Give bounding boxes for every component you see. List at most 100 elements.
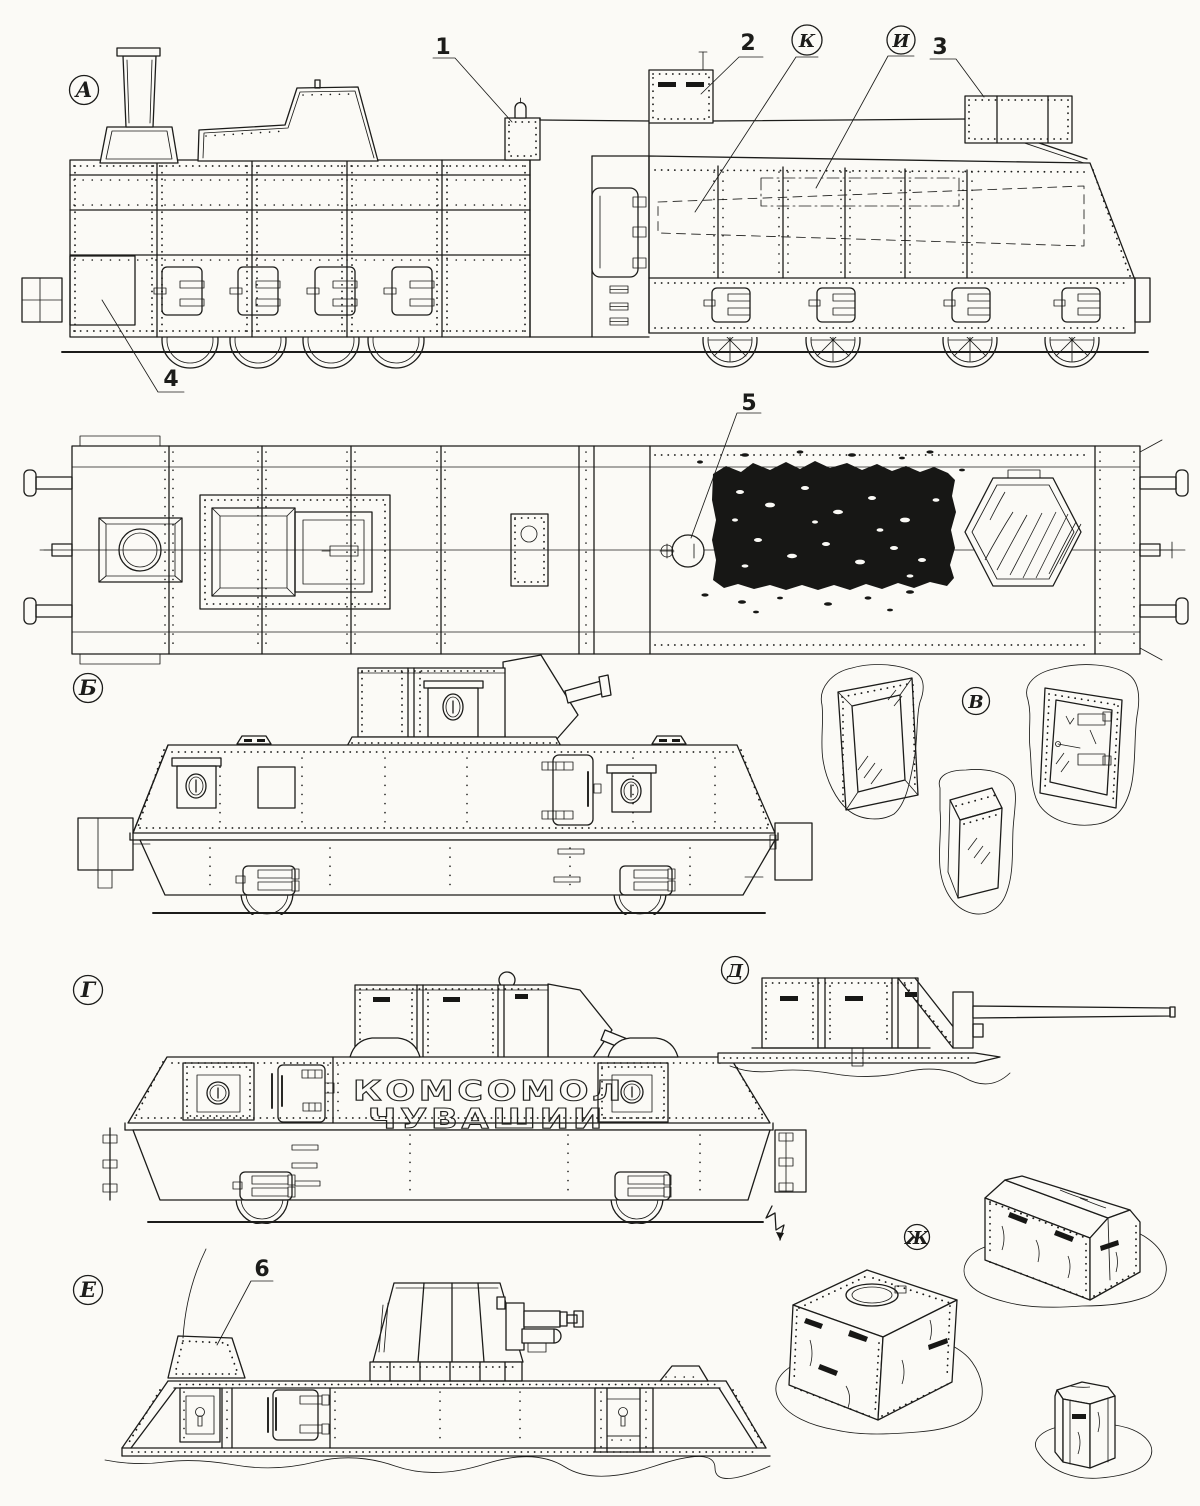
deck-hump xyxy=(659,1365,709,1382)
roof-dome xyxy=(607,1037,679,1058)
plan-steam-dome xyxy=(659,534,705,568)
view-label-b: Б xyxy=(78,675,97,700)
vent-slot xyxy=(291,1162,318,1169)
part-label-i: И xyxy=(891,31,910,52)
front-armor-plate xyxy=(69,255,136,326)
callout-2: 2 xyxy=(740,31,755,56)
hidden-outline-i xyxy=(760,177,960,207)
rear-buffer xyxy=(1134,277,1151,323)
hull-hatches xyxy=(153,266,435,316)
hidden-outline-k xyxy=(657,185,1085,247)
detail-port-box xyxy=(938,769,1016,915)
car-hull xyxy=(121,1248,771,1457)
lower-hatch xyxy=(235,865,300,896)
leader-1 xyxy=(432,57,513,123)
tender-front-box xyxy=(648,51,714,124)
gun-assembly xyxy=(496,1296,584,1353)
side-door xyxy=(267,1389,330,1441)
tender xyxy=(648,51,1151,334)
wood-grain xyxy=(984,491,1082,579)
left-ladder xyxy=(102,1127,118,1201)
turret-b xyxy=(345,654,612,749)
cab xyxy=(197,79,379,162)
callout-1: 1 xyxy=(435,35,450,60)
housing-long xyxy=(963,1175,1167,1308)
rifle-port xyxy=(179,1387,233,1449)
front-buffer xyxy=(21,277,63,323)
slogan-line-1: КОМСОМОЛ xyxy=(353,1074,625,1107)
section-mark-arrow xyxy=(776,1232,784,1240)
detail-zh-housings: Ж xyxy=(775,1175,1167,1479)
tender-wheels xyxy=(702,337,1100,368)
view-label-e: Е xyxy=(79,1277,97,1302)
vent-slot xyxy=(553,876,581,883)
spoked-wheel xyxy=(805,337,861,368)
slogan-line-2: ЧУВАШИИ xyxy=(368,1102,606,1135)
side-door xyxy=(541,754,602,826)
barbette xyxy=(369,1282,584,1382)
callout-6: 6 xyxy=(254,1257,269,1282)
coal-load xyxy=(697,450,965,614)
view-b-wagon: Б xyxy=(72,654,813,915)
wagon-b-body xyxy=(77,735,813,896)
detail-d-turret: Д xyxy=(717,955,1176,1085)
view-label-a: А xyxy=(73,77,92,102)
antenna-wire xyxy=(182,1248,207,1339)
plan-right-buffers xyxy=(1139,469,1189,625)
leader-i xyxy=(815,55,915,189)
right-ladder xyxy=(774,1129,807,1193)
window xyxy=(257,766,296,809)
view-a-locomotive: А 1 2 К И 3 4 xyxy=(21,24,1151,393)
view-g-wagon: КОМСОМОЛ ЧУВАШИИ xyxy=(72,971,807,1241)
steam-dome-box xyxy=(504,97,541,161)
coal-scatter xyxy=(697,450,965,614)
callout-4: 4 xyxy=(163,367,178,392)
detail-port-frame xyxy=(820,664,924,820)
view-label-g: Г xyxy=(80,977,97,1002)
vent-louvres xyxy=(609,285,629,326)
turret-d-structure xyxy=(717,977,1176,1085)
wagon-g-body: КОМСОМОЛ ЧУВАШИИ xyxy=(102,1037,807,1201)
antenna-box xyxy=(167,1248,246,1379)
spoked-wheel xyxy=(702,337,758,368)
view-e-artillery-car: Е 6 xyxy=(72,1248,771,1479)
plan-cab xyxy=(199,494,391,610)
leader-3 xyxy=(929,58,985,98)
plan-left-buffers xyxy=(23,469,73,625)
chimney xyxy=(99,47,179,164)
spoked-wheel xyxy=(1044,337,1100,368)
plan-chimney-hatch xyxy=(98,517,183,583)
housing-round-hatch xyxy=(775,1269,983,1435)
mg-port xyxy=(182,1062,255,1121)
locomotive-hull xyxy=(21,159,531,338)
lower-hatch xyxy=(619,865,676,896)
roof-dome xyxy=(349,1037,421,1058)
tender-hatches xyxy=(703,287,1101,323)
tender-rear-box xyxy=(964,95,1073,144)
mg-port xyxy=(597,1062,669,1123)
left-buffer xyxy=(77,817,151,889)
cab-rear-section xyxy=(529,117,652,338)
vent-slot xyxy=(291,1144,319,1151)
rear-door xyxy=(591,187,639,278)
leader-4 xyxy=(101,299,185,393)
lower-hatch xyxy=(232,1171,296,1201)
housing-hex-pillar xyxy=(1035,1381,1153,1479)
view-label-d: Д xyxy=(726,961,744,982)
view-plan: 5 xyxy=(23,391,1189,665)
labels-view-a: А 1 2 К И 3 4 xyxy=(68,24,985,393)
side-door xyxy=(271,1064,335,1123)
right-buffer xyxy=(744,822,813,881)
view-label-zh: Ж xyxy=(903,1228,929,1249)
detail-door-hatch xyxy=(1026,664,1140,826)
mg-port xyxy=(606,764,657,813)
leader-2 xyxy=(700,56,764,95)
detail-v-hatches: В xyxy=(820,664,1140,915)
leader-5 xyxy=(690,412,762,539)
vent-slot xyxy=(557,848,585,855)
ground-line xyxy=(104,1456,771,1479)
lower-hatch xyxy=(614,1171,672,1201)
view-label-v: В xyxy=(967,692,983,713)
spoked-wheel xyxy=(942,337,998,368)
